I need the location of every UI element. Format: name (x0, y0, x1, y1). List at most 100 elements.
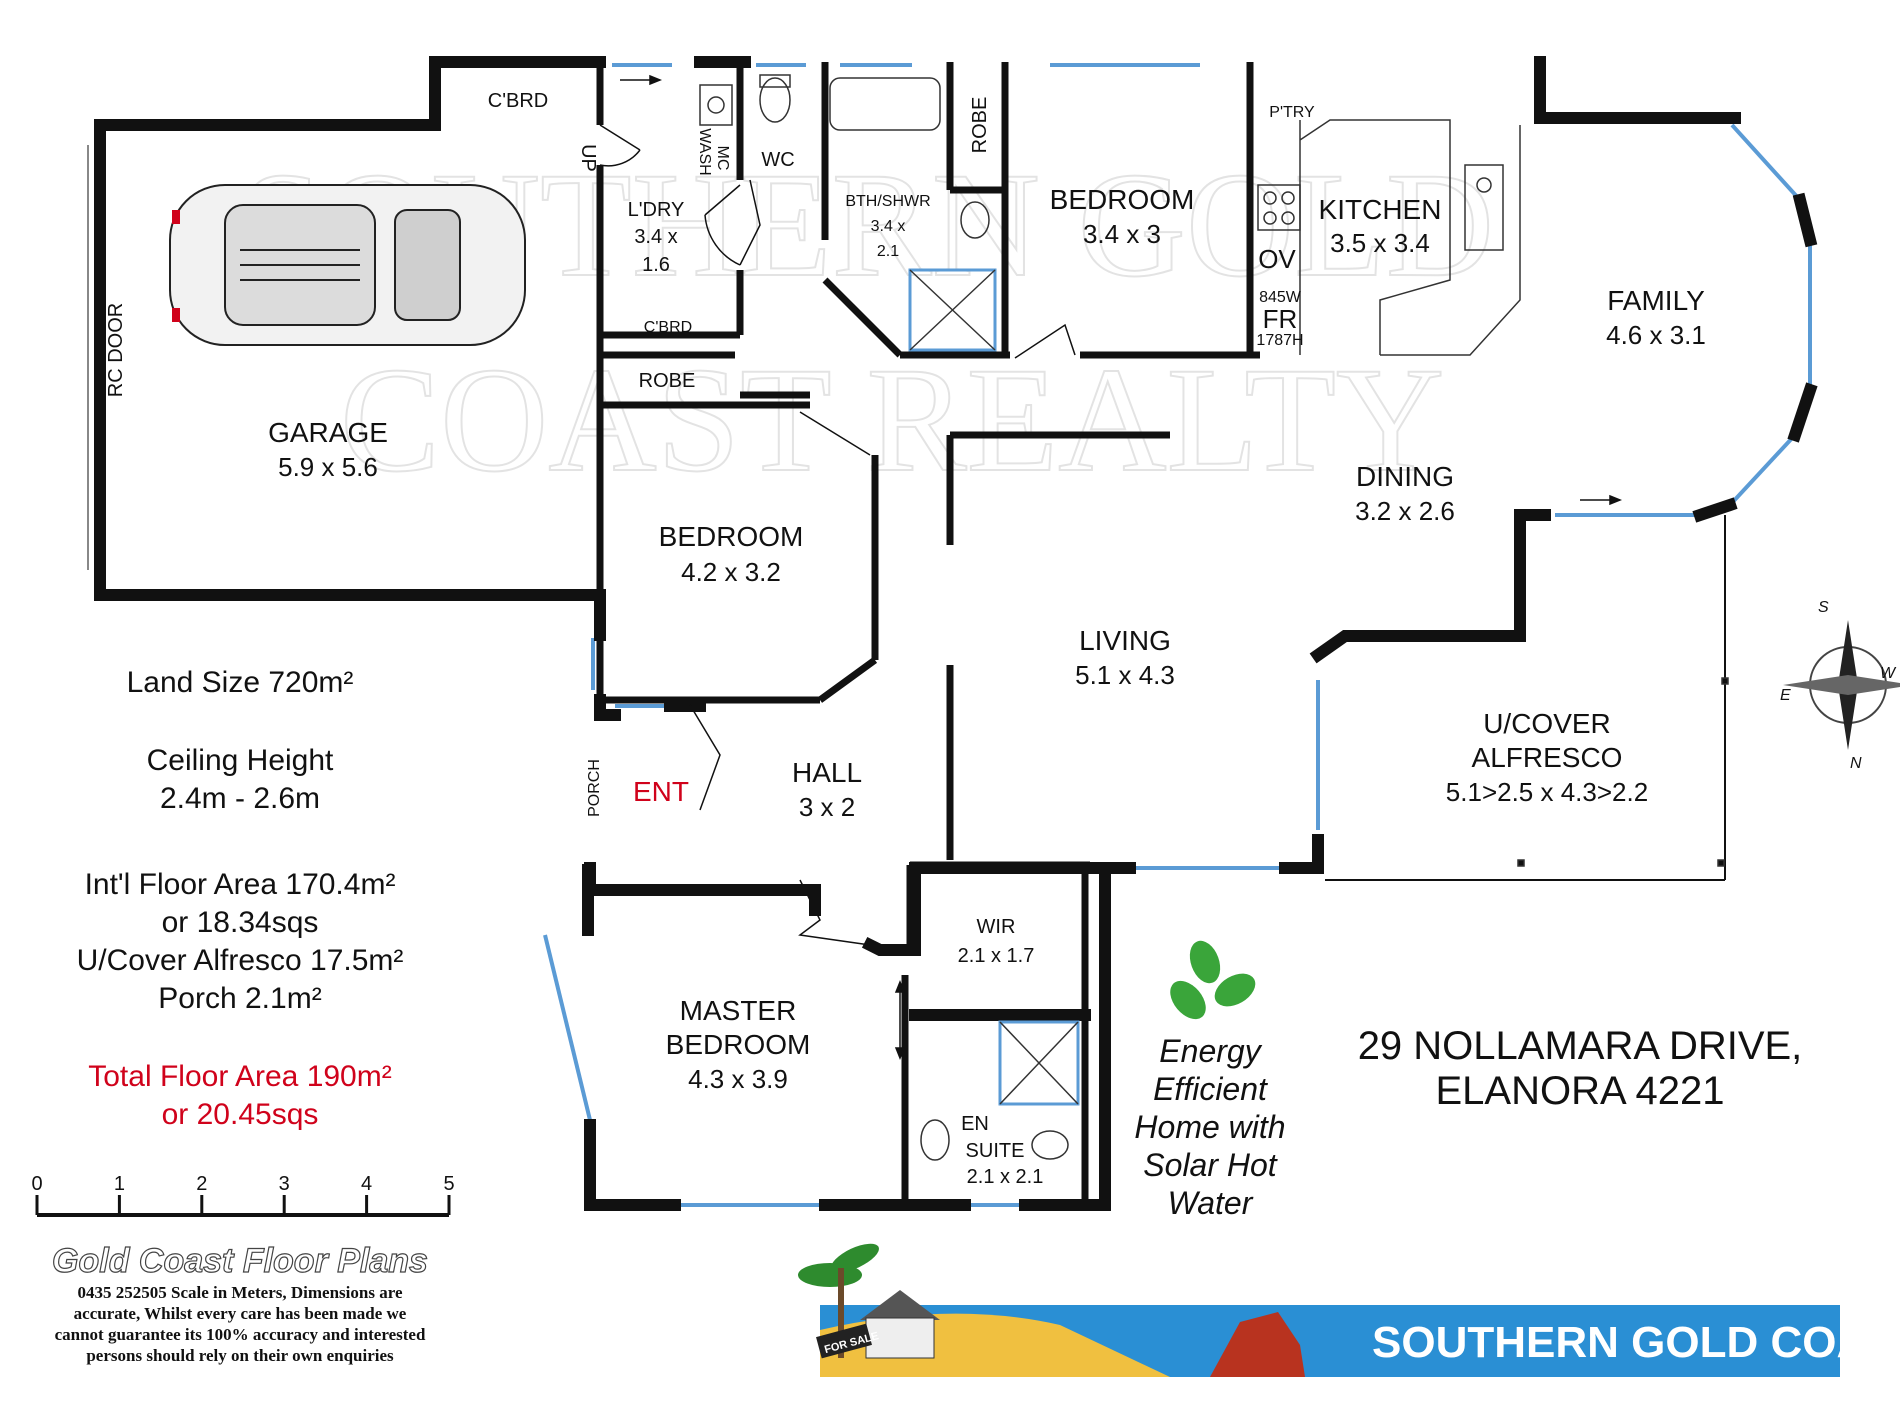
scale-tick-label: 2 (196, 1173, 207, 1195)
room-labels: GARAGE 5.9 x 5.6 RC DOOR C'BRD UP L'DRY … (105, 90, 1706, 1188)
shower (908, 268, 997, 352)
master-dims: 4.3 x 3.9 (688, 1064, 788, 1094)
energy-line5: Water (1168, 1185, 1254, 1221)
company-name: Gold Coast Floor Plans (52, 1242, 428, 1280)
compass-icon: S W E N (1780, 599, 1900, 772)
wash-label: WASH (696, 128, 713, 175)
ensuite-name2: SUITE (966, 1140, 1025, 1162)
scale-tick-label: 1 (114, 1173, 125, 1195)
house-icon (860, 1290, 940, 1359)
company-line3: cannot guarantee its 100% accuracy and i… (55, 1325, 426, 1344)
family-dims: 4.6 x 3.1 (1606, 320, 1706, 350)
bath-name: BTH/SHWR (845, 193, 930, 210)
scale-tick-label: 3 (279, 1173, 290, 1195)
ensuite-shower (998, 1020, 1080, 1106)
rc-door-label: RC DOOR (105, 303, 127, 397)
bathtub (829, 77, 941, 131)
fixtures (87, 74, 1729, 1161)
ensuite-dims: 2.1 x 2.1 (967, 1166, 1044, 1188)
up-label: UP (577, 144, 599, 172)
address: 29 NOLLAMARA DRIVE, ELANORA 4221 (1358, 1024, 1803, 1113)
bedroom-mid-name: BEDROOM (659, 521, 804, 552)
hall-dims: 3 x 2 (799, 792, 855, 822)
robe-top-label: ROBE (969, 97, 991, 154)
compass-n: N (1850, 755, 1862, 772)
floor-area: Int'l Floor Area 170.4m² (85, 868, 396, 901)
cbrd-top-label: C'BRD (488, 90, 549, 112)
laundry-dim2: 1.6 (642, 254, 670, 276)
mc-label: MC (714, 146, 731, 171)
laundry-dim1: 3.4 x (634, 226, 677, 248)
dining-name: DINING (1356, 461, 1454, 492)
bedroom-top-dims: 3.4 x 3 (1083, 219, 1161, 249)
car-icon (169, 184, 526, 346)
alfresco-dims: 5.1>2.5 x 4.3>2.2 (1446, 777, 1648, 807)
porch-label: PORCH (586, 759, 603, 817)
ensuite-basin (920, 1119, 950, 1161)
fridge-label: FR (1263, 304, 1298, 334)
wir-dims: 2.1 x 1.7 (958, 945, 1035, 967)
garage-name: GARAGE (268, 417, 388, 448)
ceiling-value: 2.4m - 2.6m (160, 782, 320, 815)
compass-s: S (1818, 599, 1829, 616)
ensuite-toilet-icon (1031, 1130, 1069, 1160)
kitchen-dims: 3.5 x 3.4 (1330, 228, 1430, 258)
energy-badge: Energy Efficient Home with Solar Hot Wat… (1134, 940, 1286, 1221)
company-line1: 0435 252505 Scale in Meters, Dimensions … (77, 1283, 402, 1302)
vanity-basin (960, 201, 990, 239)
banner-text: SOUTHERN GOLD COAST REALTY (1372, 1318, 1900, 1367)
living-dims: 5.1 x 4.3 (1075, 660, 1175, 690)
alfresco-name2: ALFRESCO (1472, 742, 1623, 773)
ceiling-title: Ceiling Height (147, 744, 334, 777)
palm-tree-icon (798, 1243, 879, 1358)
pantry-label: P'TRY (1269, 104, 1315, 121)
dining-dims: 3.2 x 2.6 (1355, 496, 1455, 526)
address-line1: 29 NOLLAMARA DRIVE, (1358, 1024, 1803, 1068)
entry-label: ENT (633, 776, 689, 807)
address-line2: ELANORA 4221 (1435, 1069, 1724, 1113)
company-line4: persons should rely on their own enquiri… (86, 1346, 394, 1365)
land-size: Land Size 720m² (127, 666, 354, 699)
total-squares: or 20.45sqs (162, 1098, 319, 1131)
energy-line2: Efficient (1153, 1071, 1268, 1107)
sliding-door-arrows (620, 74, 1623, 1061)
energy-line1: Energy (1159, 1033, 1262, 1069)
compass-e: E (1780, 687, 1791, 704)
laundry-name: L'DRY (628, 199, 685, 221)
scale-tick-label: 4 (361, 1173, 372, 1195)
doors (599, 124, 1076, 946)
bath-dim1: 3.4 x (871, 218, 906, 235)
robe-mid-label: ROBE (639, 370, 696, 392)
laundry-sink (699, 84, 733, 126)
compass-w: W (1880, 665, 1897, 682)
total-area: Total Floor Area 190m² (88, 1060, 391, 1093)
porch-area: Porch 2.1m² (158, 982, 321, 1015)
interior-walls (596, 62, 1260, 1205)
master-name1: MASTER (680, 995, 797, 1026)
realty-banner: FOR SALE SOUTHERN GOLD COAST REALTY (798, 1243, 1900, 1377)
alfresco-area: U/Cover Alfresco 17.5m² (77, 944, 404, 977)
hall-name: HALL (792, 757, 862, 788)
watermark-line2: COAST REALTY (340, 337, 1444, 503)
garage-dims: 5.9 x 5.6 (278, 452, 378, 482)
kitchen-name: KITCHEN (1319, 194, 1442, 225)
kitchen-sink (1464, 164, 1504, 251)
oven-label: OV (1258, 244, 1296, 274)
bedroom-top-name: BEDROOM (1050, 184, 1195, 215)
fridge-height: 1787H (1256, 332, 1303, 349)
company-line2: accurate, Whilst every care has been mad… (74, 1304, 407, 1323)
wir-name: WIR (977, 916, 1016, 938)
living-name: LIVING (1079, 625, 1171, 656)
scale-tick-label: 5 (443, 1173, 454, 1195)
bath-dim2: 2.1 (877, 243, 899, 260)
alfresco-name1: U/COVER (1483, 708, 1611, 739)
fridge-width: 845W (1259, 289, 1302, 306)
master-name2: BEDROOM (666, 1029, 811, 1060)
info-block: Land Size 720m² Ceiling Height 2.4m - 2.… (77, 666, 404, 1131)
family-name: FAMILY (1607, 285, 1705, 316)
floor-squares: or 18.34sqs (162, 906, 319, 939)
bedroom-mid-dims: 4.2 x 3.2 (681, 557, 781, 587)
footprints-recycle-icon (1170, 940, 1256, 1020)
